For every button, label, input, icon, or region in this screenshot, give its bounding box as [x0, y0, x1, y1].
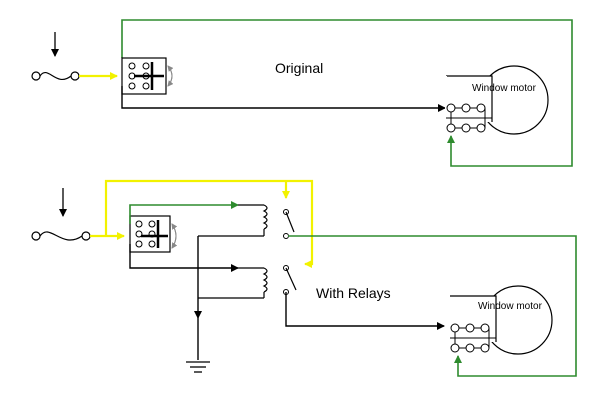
- ground-symbol-icon: [186, 361, 210, 373]
- rocker-switch-icon: [121, 57, 174, 95]
- with-relays-label: With Relays: [316, 285, 391, 301]
- motor-icon: [450, 285, 553, 355]
- relay-circuit: Window motor With Relays: [31, 179, 577, 377]
- fuse-icon: [31, 231, 91, 241]
- rocker-switch-icon: [129, 215, 178, 253]
- motor-label-top: Window motor: [472, 83, 537, 94]
- fuse-icon: [31, 71, 80, 81]
- motor-icon: [445, 65, 549, 135]
- relay-coil-icon: [198, 204, 295, 239]
- original-circuit: Window motor Original: [31, 19, 573, 167]
- motor-label-bottom: Window motor: [478, 301, 543, 312]
- relay-coil-icon: [198, 265, 297, 299]
- original-label: Original: [275, 60, 323, 76]
